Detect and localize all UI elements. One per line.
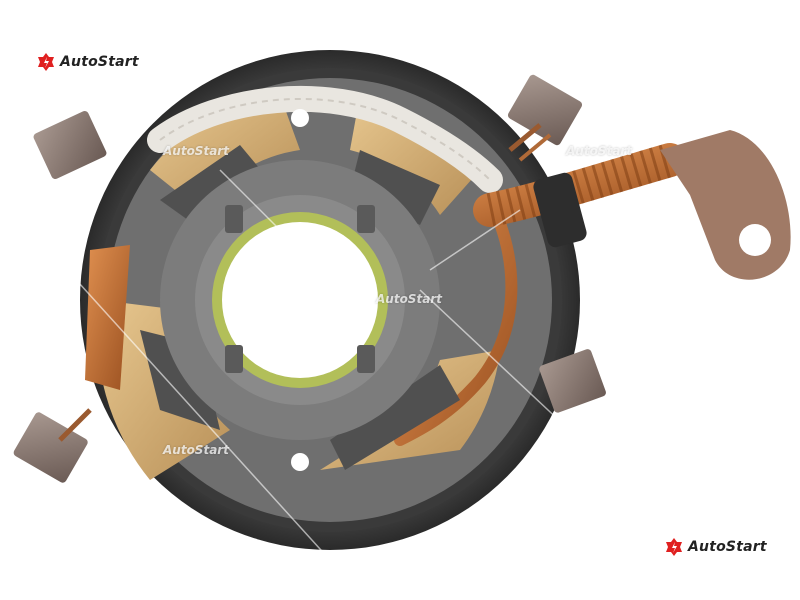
watermark-text: AutoStart xyxy=(566,144,632,158)
brand-logo-top: AutoStart xyxy=(36,52,139,72)
brushes xyxy=(13,74,606,483)
watermark-text: AutoStart xyxy=(376,292,442,306)
ring-terminal xyxy=(660,130,791,280)
brand-name: AutoStart xyxy=(60,54,139,70)
autostart-logo-icon xyxy=(38,53,54,71)
copper-strap xyxy=(394,194,518,446)
brand-name: AutoStart xyxy=(688,539,767,555)
terminal-lead xyxy=(473,130,791,280)
watermark-text: AutoStart xyxy=(163,144,229,158)
inner-plate xyxy=(160,109,440,471)
autostart-logo-icon xyxy=(666,538,682,556)
brand-logo-bottom: AutoStart xyxy=(664,537,767,557)
watermark-text: AutoStart xyxy=(163,443,229,457)
watermark-lines xyxy=(39,69,721,561)
